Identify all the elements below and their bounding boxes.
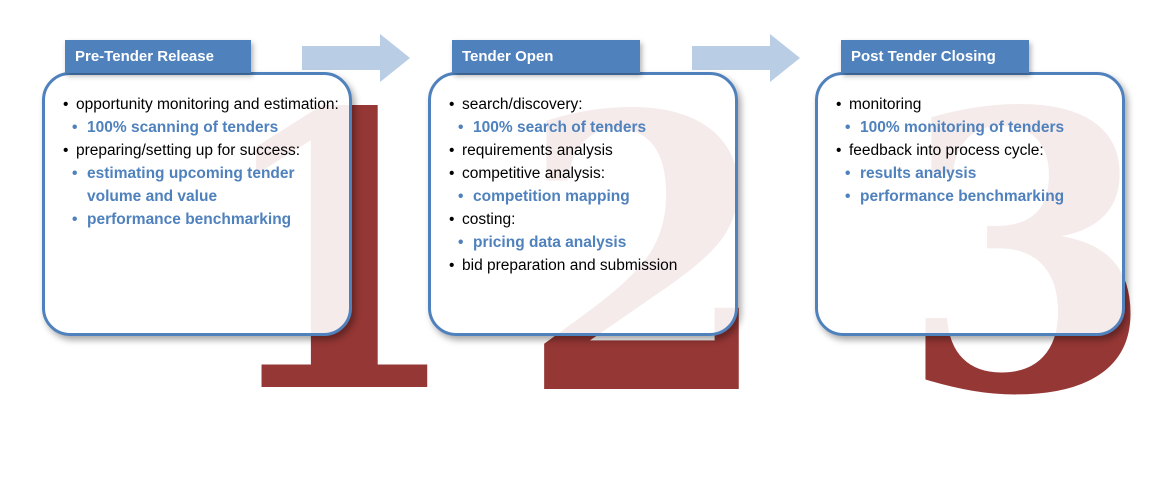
- stage-items-list: opportunity monitoring and estimation:10…: [63, 93, 339, 231]
- bullet-item: feedback into process cycle:: [836, 139, 1112, 162]
- sub-bullet-item: competition mapping: [458, 185, 725, 208]
- sub-bullet-item: 100% monitoring of tenders: [845, 116, 1112, 139]
- stage-title-post-tender: Post Tender Closing: [841, 40, 1029, 73]
- stage-title-pre-tender: Pre-Tender Release: [65, 40, 251, 73]
- bullet-item: costing:: [449, 208, 725, 231]
- bullet-item: bid preparation and submission: [449, 254, 725, 277]
- stage-card-tender-open: search/discovery:100% search of tendersr…: [428, 72, 738, 336]
- bullet-item: competitive analysis:: [449, 162, 725, 185]
- bullet-item: search/discovery:: [449, 93, 725, 116]
- sub-bullet-item: 100% search of tenders: [458, 116, 725, 139]
- sub-bullet-item: pricing data analysis: [458, 231, 725, 254]
- bullet-item: opportunity monitoring and estimation:: [63, 93, 339, 116]
- stage-items-list: monitoring100% monitoring of tendersfeed…: [836, 93, 1112, 208]
- stage-card-post-tender: monitoring100% monitoring of tendersfeed…: [815, 72, 1125, 336]
- bullet-item: monitoring: [836, 93, 1112, 116]
- right-arrow-icon: [692, 34, 800, 82]
- sub-bullet-item: performance benchmarking: [845, 185, 1112, 208]
- stage-card-pre-tender: opportunity monitoring and estimation:10…: [42, 72, 352, 336]
- sub-bullet-item: 100% scanning of tenders: [72, 116, 339, 139]
- tender-process-diagram: 1 2 3 opportunity monitoring and estimat…: [0, 0, 1164, 428]
- sub-bullet-item: estimating upcoming tender volume and va…: [72, 162, 339, 208]
- sub-bullet-item: results analysis: [845, 162, 1112, 185]
- bullet-item: requirements analysis: [449, 139, 725, 162]
- stage-items-list: search/discovery:100% search of tendersr…: [449, 93, 725, 277]
- bullet-item: preparing/setting up for success:: [63, 139, 339, 162]
- stage-title-tender-open: Tender Open: [452, 40, 640, 73]
- sub-bullet-item: performance benchmarking: [72, 208, 339, 231]
- right-arrow-icon: [302, 34, 410, 82]
